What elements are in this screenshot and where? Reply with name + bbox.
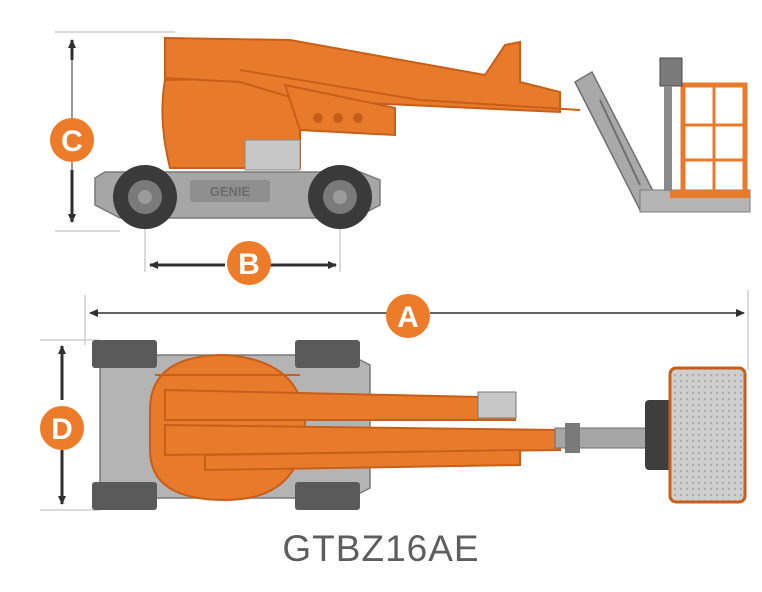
dimension-label-d: D <box>51 413 73 446</box>
boom-edge-line <box>239 69 581 111</box>
riser-pin-3 <box>353 113 363 123</box>
boom-riser <box>283 83 396 137</box>
control-box <box>659 57 683 191</box>
wheel-rear-left <box>92 340 157 368</box>
chassis-badge: GENIE <box>210 184 251 199</box>
dimension-badge-c <box>50 118 94 162</box>
top-view: A D <box>40 290 749 511</box>
wheel-front-right <box>295 482 360 510</box>
dimension-label-b: B <box>238 248 260 281</box>
model-name: GTBZ16AE <box>282 528 480 569</box>
boom-top-main <box>164 423 561 457</box>
dimension-label-a: A <box>397 301 419 334</box>
wheel-front-left <box>295 340 360 368</box>
riser-pin-2 <box>333 113 343 123</box>
wheel-rear-right <box>92 482 157 510</box>
platform-basket <box>670 82 750 198</box>
dimension-badge-d <box>40 406 84 450</box>
boom-head <box>477 391 517 419</box>
dimension-badge-b <box>227 241 271 285</box>
boom-top-upper <box>164 388 516 421</box>
boom-top-lower <box>204 448 521 472</box>
dimension-badge-a <box>386 294 430 338</box>
jib-cylinder <box>599 99 641 186</box>
main-boom <box>164 36 561 114</box>
jib-joint <box>565 423 580 453</box>
platform-floor <box>668 366 747 504</box>
side-view: GENIE <box>50 31 751 285</box>
chassis-badge-plate <box>190 180 270 202</box>
dimension-label-c: C <box>61 125 83 158</box>
platform-rotator <box>645 400 675 470</box>
riser-pin-1 <box>313 113 323 123</box>
rear-wheel <box>113 165 177 229</box>
jib-arm <box>574 70 656 212</box>
front-wheel <box>308 165 372 229</box>
turntable-base <box>244 139 301 171</box>
